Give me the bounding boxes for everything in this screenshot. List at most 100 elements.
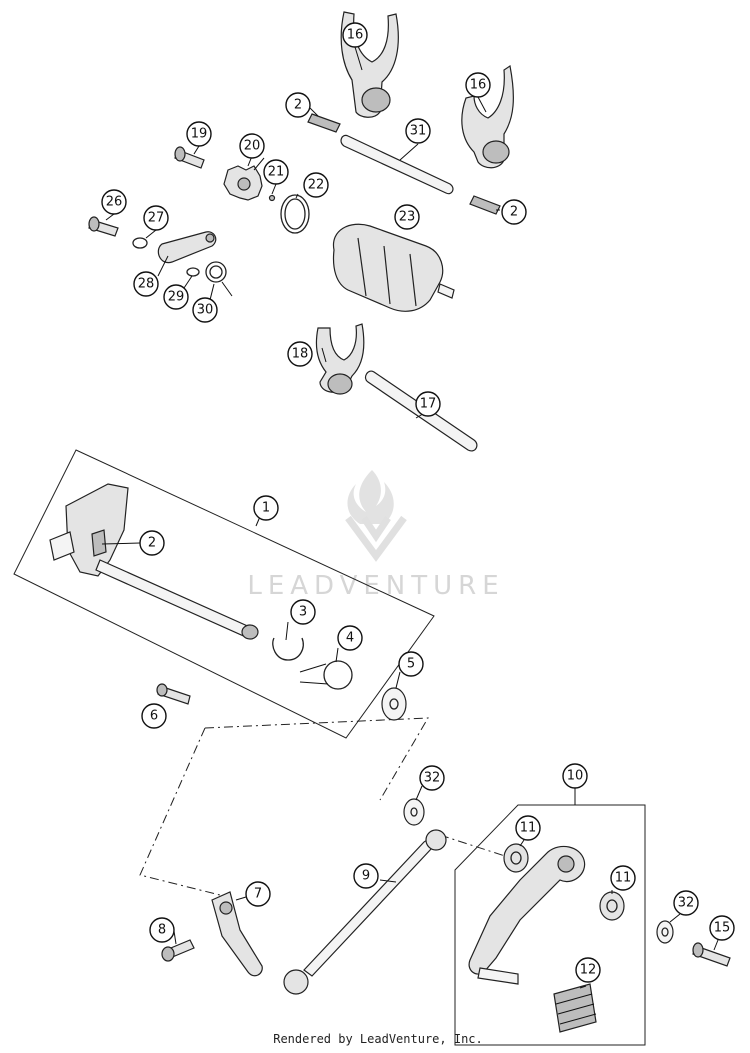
leadventure-flame-logo-icon [347, 470, 394, 524]
callout-2-shaft: 2 [139, 530, 165, 556]
callout-number: 5 [407, 657, 415, 672]
callout-number: 19 [191, 127, 208, 142]
washer-5-icon [381, 687, 407, 721]
callout-number: 12 [580, 963, 597, 978]
callout-number: 11 [520, 821, 537, 836]
callout-20: 20 [239, 133, 265, 159]
shift-arm-7-icon [211, 891, 263, 977]
rendered-by-text: Rendered by LeadVenture, Inc. [273, 1032, 483, 1046]
callout-number: 21 [268, 165, 285, 180]
callout-18: 18 [287, 341, 313, 367]
stud-6-icon [156, 683, 191, 705]
callout-number: 2 [510, 205, 518, 220]
callout-number: 3 [299, 605, 307, 620]
return-spring-4-icon [299, 660, 353, 690]
callout-number: 27 [148, 211, 165, 226]
callout-27: 27 [143, 205, 169, 231]
callout-23: 23 [394, 204, 420, 230]
callout-2-upper: 2 [285, 92, 311, 118]
spring-upper-icon [307, 113, 341, 133]
shift-shaft-assembly-icon [49, 483, 259, 640]
callout-11-left: 11 [515, 815, 541, 841]
circlip-3-icon [272, 637, 304, 661]
bolt-26-icon [88, 216, 119, 237]
callout-32-left: 32 [419, 765, 445, 791]
callout-31: 31 [405, 118, 431, 144]
callout-number: 7 [254, 887, 262, 902]
washer-32-left-icon [403, 798, 425, 826]
callout-number: 16 [470, 78, 487, 93]
callout-number: 10 [567, 769, 584, 784]
callout-17: 17 [415, 391, 441, 417]
callout-number: 26 [106, 195, 123, 210]
ring-22-icon [280, 194, 310, 234]
callout-number: 2 [294, 98, 302, 113]
callout-number: 16 [347, 28, 364, 43]
shift-fork-lower-icon [315, 323, 365, 395]
spring-shaft-icon [91, 529, 107, 557]
callout-6: 6 [141, 703, 167, 729]
leadventure-watermark: LEADVENTURE [247, 470, 504, 601]
callout-28: 28 [133, 271, 159, 297]
callout-number: 20 [244, 139, 261, 154]
shift-lever-assembly-icon [468, 845, 586, 985]
callout-number: 31 [410, 124, 427, 139]
locking-lever-icon [157, 231, 217, 264]
callout-number: 23 [399, 210, 416, 225]
shift-star-icon [223, 165, 263, 201]
shaft-dashed-guide [139, 727, 233, 899]
callout-12: 12 [575, 957, 601, 983]
leadventure-v-mark-icon [345, 515, 407, 562]
callout-8: 8 [149, 917, 175, 943]
callout-15: 15 [709, 915, 735, 941]
callout-16-right: 16 [465, 72, 491, 98]
spring-right-icon [469, 195, 501, 215]
callout-11-right: 11 [610, 865, 636, 891]
callout-9: 9 [353, 863, 379, 889]
callout-number: 30 [197, 303, 214, 318]
callout-number: 29 [168, 290, 185, 305]
callout-number: 15 [714, 921, 731, 936]
callout-5: 5 [398, 651, 424, 677]
bolt-15-icon [692, 942, 731, 967]
callout-number: 9 [362, 869, 370, 884]
callout-number: 32 [678, 896, 695, 911]
callout-2-right: 2 [501, 199, 527, 225]
bolt-19-icon [174, 146, 205, 169]
callout-32-right: 32 [673, 890, 699, 916]
shift-drum-icon [332, 223, 455, 312]
torsion-spring-30-icon [205, 261, 233, 297]
callout-number: 1 [262, 501, 270, 516]
washer-27-icon [132, 237, 148, 249]
callout-number: 4 [346, 631, 354, 646]
callout-30: 30 [192, 297, 218, 323]
fork-rail-upper-icon [340, 134, 454, 195]
callout-1: 1 [253, 495, 279, 521]
callout-3: 3 [290, 599, 316, 625]
callout-19: 19 [186, 121, 212, 147]
rubber-pad-12-icon [553, 983, 597, 1033]
callout-21: 21 [263, 159, 289, 185]
callout-7: 7 [245, 881, 271, 907]
callout-number: 28 [138, 277, 155, 292]
callout-number: 17 [420, 397, 437, 412]
callout-number: 6 [150, 709, 158, 724]
bearing-11-right-icon [599, 891, 625, 921]
watermark-brand-text: LEADVENTURE [247, 571, 504, 601]
leader-lines [101, 46, 719, 989]
callout-number: 11 [615, 871, 632, 886]
callout-16-left: 16 [342, 22, 368, 48]
shift-linkage-rod-icon [283, 829, 447, 995]
washer-29-icon [186, 267, 200, 277]
shift-lever-axis-line [439, 834, 506, 857]
callout-number: 2 [148, 536, 156, 551]
bearing-11-left-icon [503, 843, 529, 873]
callout-22: 22 [303, 172, 329, 198]
callout-26: 26 [101, 189, 127, 215]
shift-shaft-group-box [13, 449, 435, 739]
callout-number: 18 [292, 347, 309, 362]
shift-lever-group-box [454, 804, 646, 1046]
pin-21-icon [268, 194, 276, 202]
rendered-by-footer: Rendered by LeadVenture, Inc. [0, 1032, 750, 1046]
